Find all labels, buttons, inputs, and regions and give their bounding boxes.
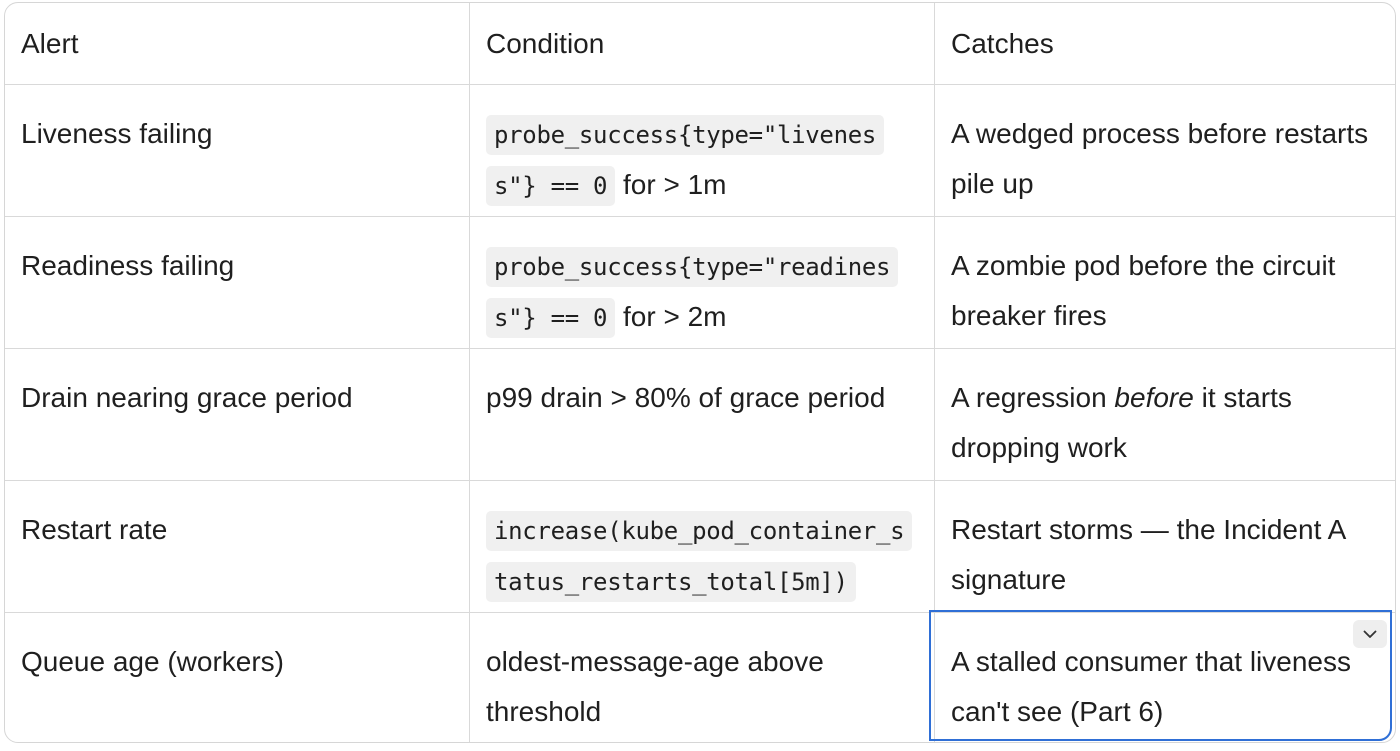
table-row: Readiness failing probe_success{type="re… <box>5 217 1395 349</box>
header-condition[interactable]: Condition <box>469 3 934 84</box>
catches-cell[interactable]: A regression before it starts dropping w… <box>934 349 1395 480</box>
alert-cell[interactable]: Drain nearing grace period <box>21 382 353 413</box>
alert-cell[interactable]: Restart rate <box>21 514 168 545</box>
table-header-row: Alert Condition Catches <box>5 3 1395 85</box>
catches-cell[interactable]: A wedged process before restarts pile up <box>934 85 1395 216</box>
table-row: Queue age (workers) oldest-message-age a… <box>5 613 1395 742</box>
condition-cell[interactable]: probe_success{type="liveness"} == 0 for … <box>469 85 934 216</box>
condition-cell[interactable]: p99 drain > 80% of grace period <box>469 349 934 480</box>
catches-text: it starts dropping work <box>951 382 1292 463</box>
condition-cell[interactable]: oldest-message-age above threshold <box>469 613 934 742</box>
alert-cell[interactable]: Readiness failing <box>21 250 235 281</box>
alert-cell[interactable]: Queue age (workers) <box>21 646 285 677</box>
table-row: Drain nearing grace period p99 drain > 8… <box>5 349 1395 481</box>
cell-menu-button[interactable] <box>1353 620 1387 648</box>
alerts-table: Alert Condition Catches Liveness failing… <box>4 2 1396 743</box>
catches-cell[interactable]: Restart storms — the Incident A signatur… <box>934 481 1395 612</box>
condition-code: increase(kube_pod_container_status_resta… <box>486 511 913 602</box>
condition-cell[interactable]: increase(kube_pod_container_status_resta… <box>469 481 934 612</box>
catches-text: A regression <box>951 382 1115 413</box>
condition-cell[interactable]: probe_success{type="readiness"} == 0 for… <box>469 217 934 348</box>
chevron-down-icon <box>1363 630 1377 638</box>
catches-emphasis: before <box>1114 382 1194 413</box>
table-row: Restart rate increase(kube_pod_container… <box>5 481 1395 613</box>
header-catches[interactable]: Catches <box>934 3 1395 84</box>
header-alert[interactable]: Alert <box>21 28 79 59</box>
catches-cell[interactable]: A zombie pod before the circuit breaker … <box>934 217 1395 348</box>
table-row: Liveness failing probe_success{type="liv… <box>5 85 1395 217</box>
condition-text: for > 2m <box>615 301 727 332</box>
condition-text: for > 1m <box>615 169 727 200</box>
alert-cell[interactable]: Liveness failing <box>21 118 213 149</box>
catches-cell-selected[interactable]: A stalled consumer that liveness can't s… <box>934 613 1395 742</box>
